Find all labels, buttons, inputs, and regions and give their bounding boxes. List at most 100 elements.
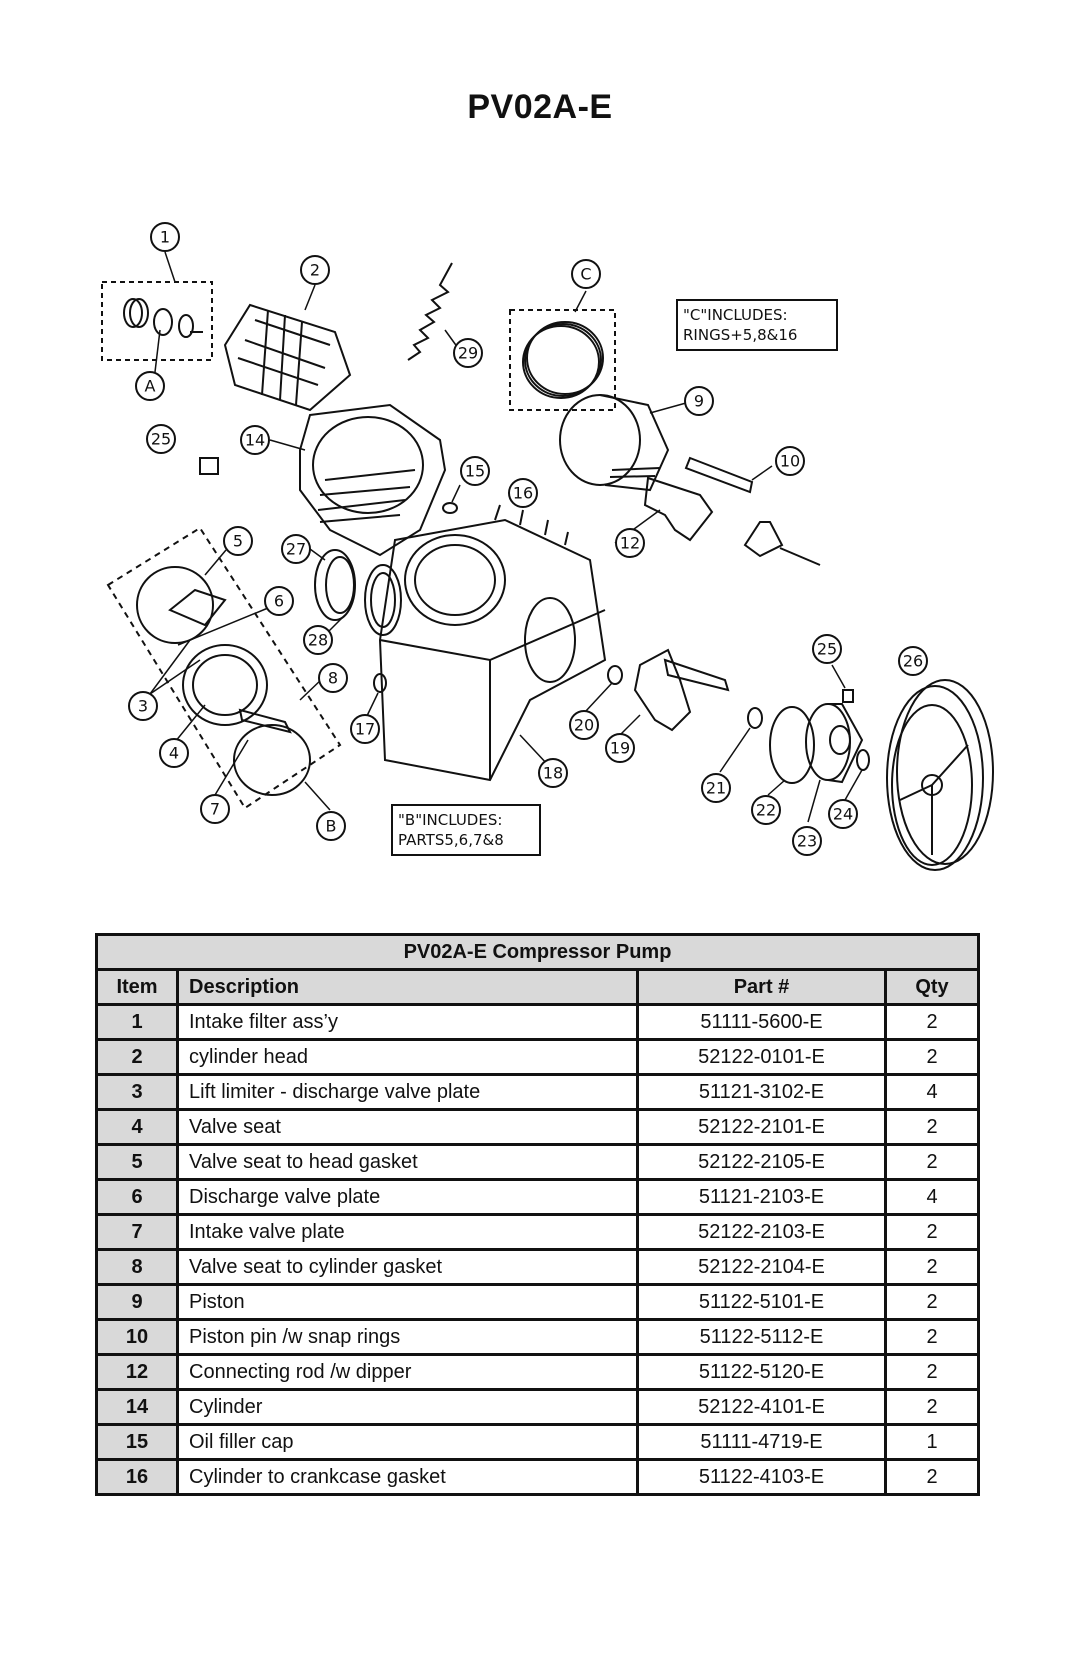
exploded-parts-diagram: 12AC292514915161052712628831725262019418… <box>101 222 994 871</box>
callout-label: 2 <box>310 261 320 280</box>
b-includes-note-line1: "B"INCLUDES: <box>398 811 502 829</box>
callout-label: 10 <box>780 452 800 471</box>
callout-label: 18 <box>543 764 563 783</box>
item-number-cell: 14 <box>95 1388 179 1426</box>
description-cell: Piston <box>176 1283 639 1321</box>
description-cell: Valve seat to head gasket <box>176 1143 639 1181</box>
description-cell: Cylinder to crankcase gasket <box>176 1458 639 1496</box>
parts-table: PV02A-E Compressor Pump Item Description… <box>95 933 980 1496</box>
item-number-cell: 16 <box>95 1458 179 1496</box>
callout-label: 7 <box>210 800 220 819</box>
callout-label: 20 <box>574 716 594 735</box>
callout-label: 6 <box>274 592 284 611</box>
part-number-cell: 51111-5600-E <box>636 1003 887 1041</box>
part-number-cell: 51121-2103-E <box>636 1178 887 1216</box>
callout-label: 28 <box>308 631 328 650</box>
callout-label: 14 <box>245 431 265 450</box>
page-title: PV02A-E <box>467 88 613 126</box>
part-number-cell: 51111-4719-E <box>636 1423 887 1461</box>
part-number-cell: 51122-5112-E <box>636 1318 887 1356</box>
quantity-cell: 2 <box>884 1003 980 1041</box>
callout-label: 22 <box>756 801 776 820</box>
description-cell: Cylinder <box>176 1388 639 1426</box>
header-part-number: Part # <box>636 968 887 1006</box>
header-item: Item <box>95 968 179 1006</box>
c-includes-note-line1: "C"INCLUDES: <box>683 306 788 324</box>
part-number-cell: 51122-4103-E <box>636 1458 887 1496</box>
part-number-cell: 51122-5101-E <box>636 1283 887 1321</box>
quantity-cell: 2 <box>884 1038 980 1076</box>
header-description: Description <box>176 968 639 1006</box>
c-includes-note-line2: RINGS+5,8&16 <box>683 326 797 344</box>
part-number-cell: 51122-5120-E <box>636 1353 887 1391</box>
quantity-cell: 2 <box>884 1318 980 1356</box>
part-number-cell: 52122-4101-E <box>636 1388 887 1426</box>
quantity-cell: 4 <box>884 1178 980 1216</box>
quantity-cell: 4 <box>884 1073 980 1111</box>
quantity-cell: 2 <box>884 1213 980 1251</box>
callout-label: 5 <box>233 532 243 551</box>
description-cell: Lift limiter - discharge valve plate <box>176 1073 639 1111</box>
part-number-cell: 52122-2104-E <box>636 1248 887 1286</box>
description-cell: Valve seat <box>176 1108 639 1146</box>
quantity-cell: 2 <box>884 1143 980 1181</box>
part-number-cell: 51121-3102-E <box>636 1073 887 1111</box>
part-number-cell: 52122-2105-E <box>636 1143 887 1181</box>
intake-filter-box <box>101 281 213 361</box>
callout-label: B <box>326 817 337 836</box>
callout-label: 24 <box>833 805 853 824</box>
callout-label: 27 <box>286 540 306 559</box>
callout-label: C <box>580 265 591 284</box>
b-includes-note-line2: PARTS5,6,7&8 <box>398 831 504 849</box>
quantity-cell: 2 <box>884 1458 980 1496</box>
callout-label: 25 <box>151 430 171 449</box>
quantity-cell: 2 <box>884 1108 980 1146</box>
part-number-cell: 52122-0101-E <box>636 1038 887 1076</box>
quantity-cell: 1 <box>884 1423 980 1461</box>
valve-assembly-box <box>106 526 342 810</box>
callout-label: 15 <box>465 462 485 481</box>
quantity-cell: 2 <box>884 1388 980 1426</box>
item-number-cell: 4 <box>95 1108 179 1146</box>
table-caption: PV02A-E Compressor Pump <box>95 933 980 971</box>
item-number-cell: 9 <box>95 1283 179 1321</box>
callout-label: 4 <box>169 744 179 763</box>
part-number-cell: 52122-2103-E <box>636 1213 887 1251</box>
rings-box <box>509 309 616 411</box>
callout-label: 9 <box>694 392 704 411</box>
description-cell: Intake filter ass’y <box>176 1003 639 1041</box>
callout-label: 1 <box>160 228 170 247</box>
item-number-cell: 1 <box>95 1003 179 1041</box>
part-number-cell: 52122-2101-E <box>636 1108 887 1146</box>
callout-label: 25 <box>817 640 837 659</box>
description-cell: Valve seat to cylinder gasket <box>176 1248 639 1286</box>
callout-label: 8 <box>328 669 338 688</box>
callout-label: 16 <box>513 484 533 503</box>
description-cell: Connecting rod /w dipper <box>176 1353 639 1391</box>
description-cell: Intake valve plate <box>176 1213 639 1251</box>
item-number-cell: 10 <box>95 1318 179 1356</box>
quantity-cell: 2 <box>884 1283 980 1321</box>
callout-label: 19 <box>610 739 630 758</box>
callout-label: 17 <box>355 720 375 739</box>
item-number-cell: 12 <box>95 1353 179 1391</box>
item-number-cell: 8 <box>95 1248 179 1286</box>
header-qty: Qty <box>884 968 980 1006</box>
callout-label: 29 <box>458 344 478 363</box>
quantity-cell: 2 <box>884 1248 980 1286</box>
description-cell: Discharge valve plate <box>176 1178 639 1216</box>
description-cell: cylinder head <box>176 1038 639 1076</box>
quantity-cell: 2 <box>884 1353 980 1391</box>
